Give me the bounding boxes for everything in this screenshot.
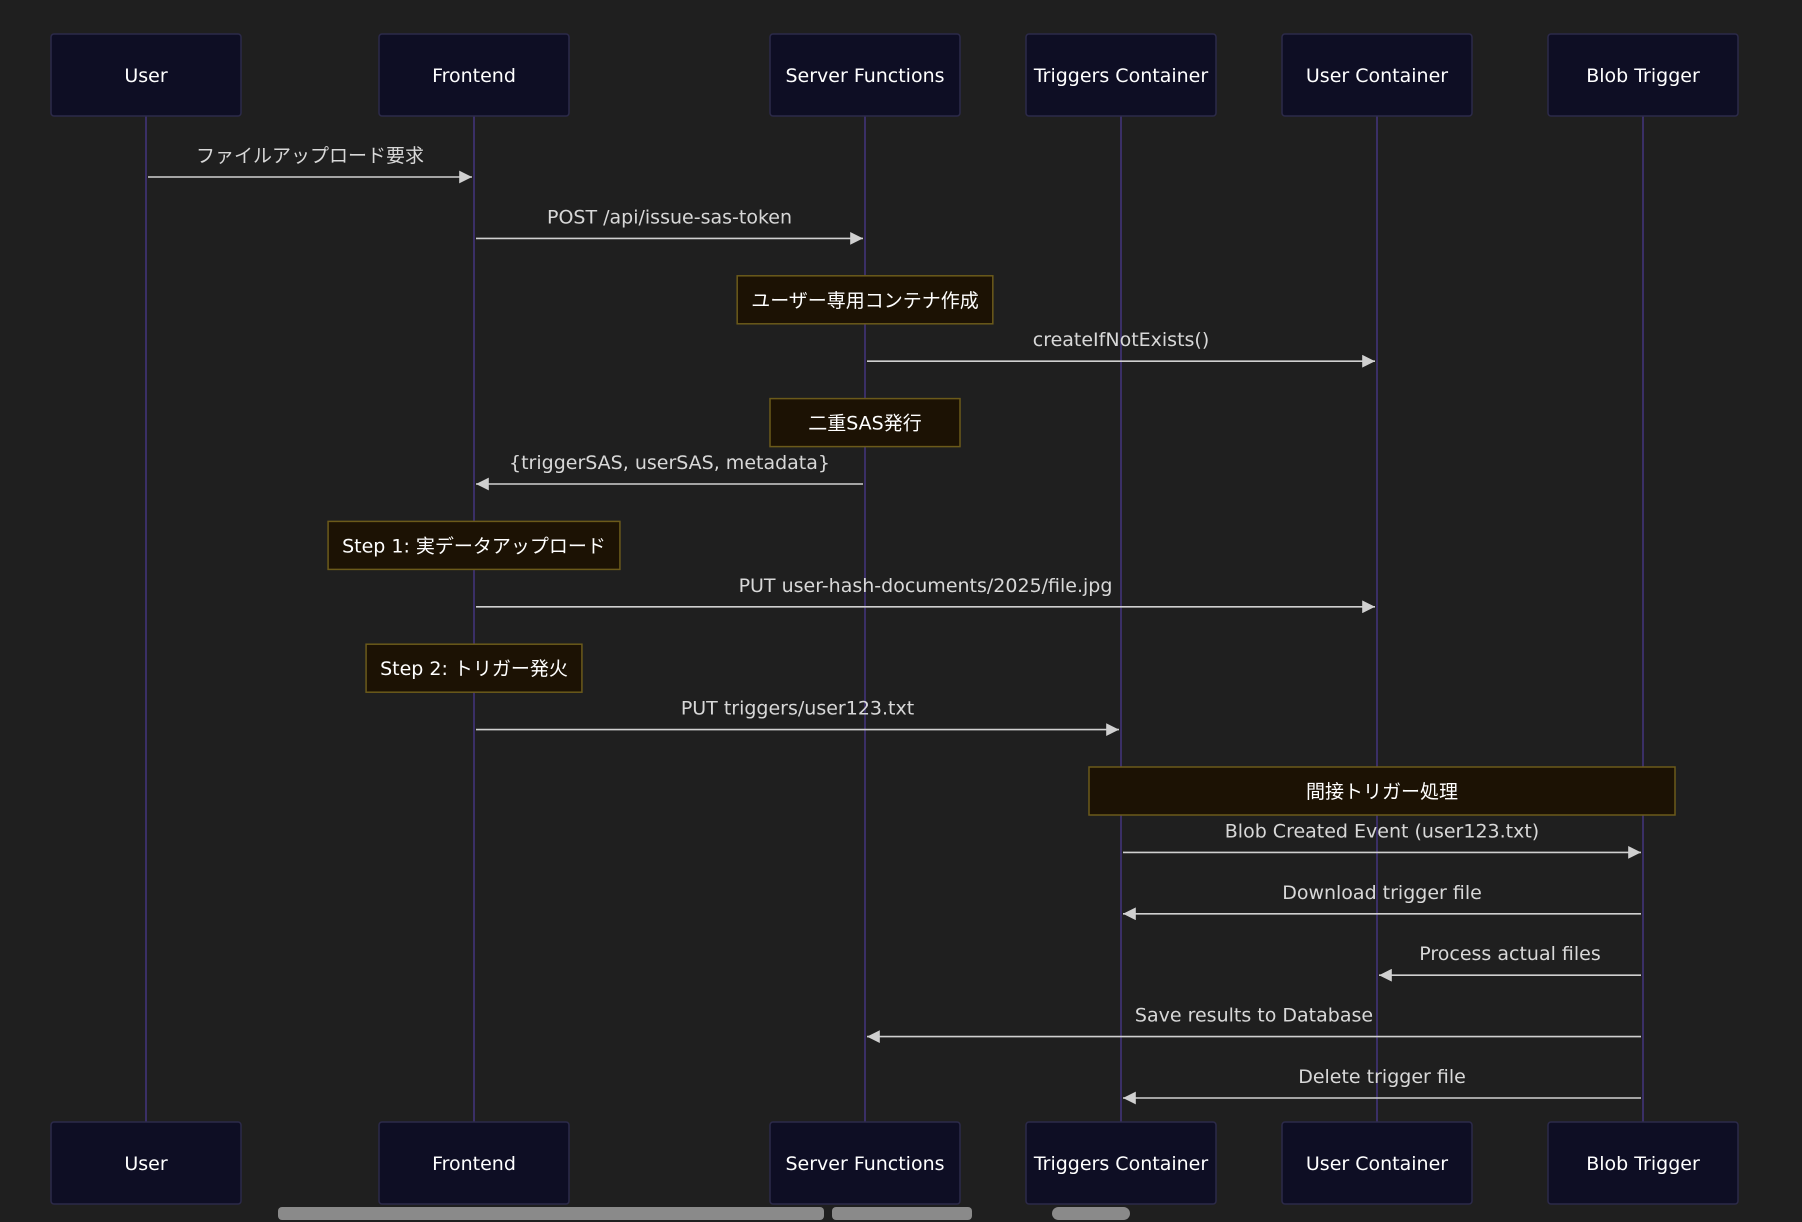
message-label: Delete trigger file: [1298, 1066, 1466, 1088]
note: ユーザー専用コンテナ作成: [736, 275, 994, 325]
participant-box: [378, 1121, 570, 1205]
participant-label: Frontend: [432, 65, 516, 87]
message-label: Save results to Database: [1135, 1005, 1373, 1027]
participant-label: Blob Trigger: [1586, 65, 1700, 87]
participant-label: Frontend: [432, 1153, 516, 1175]
note-label: ユーザー専用コンテナ作成: [751, 290, 979, 312]
message-label: Download trigger file: [1282, 882, 1482, 904]
note-label: Step 2: トリガー発火: [380, 658, 568, 680]
message-label: Process actual files: [1419, 943, 1601, 965]
message: Download trigger file: [1123, 882, 1641, 921]
participant-box: [50, 33, 242, 117]
participant-label: Server Functions: [785, 65, 944, 87]
participant-label: User: [124, 1153, 167, 1175]
participant-box: [1025, 1121, 1217, 1205]
participant-user-top: User: [50, 33, 242, 117]
message: ファイルアップロード要求: [148, 145, 472, 184]
participant-label: Blob Trigger: [1586, 1153, 1700, 1175]
participant-box: [50, 1121, 242, 1205]
note: 間接トリガー処理: [1088, 766, 1676, 816]
note-label: 間接トリガー処理: [1306, 781, 1458, 803]
participant-usercontainer-bottom: User Container: [1281, 1121, 1473, 1205]
participant-box: [1281, 33, 1473, 117]
message: PUT user-hash-documents/2025/file.jpg: [476, 575, 1375, 614]
horizontal-scrollbar-handle[interactable]: [1052, 1207, 1130, 1220]
diagram-events: ファイルアップロード要求 POST /api/issue-sas-token ユーザ…: [148, 145, 1676, 1105]
message: createIfNotExists(): [867, 329, 1375, 368]
participant-server-bottom: Server Functions: [769, 1121, 961, 1205]
participant-box: [1025, 33, 1217, 117]
note: Step 2: トリガー発火: [365, 643, 583, 693]
participant-box: [769, 1121, 961, 1205]
message: PUT triggers/user123.txt: [476, 698, 1119, 736]
note-label: 二重SAS発行: [808, 413, 921, 435]
message: Blob Created Event (user123.txt): [1123, 820, 1641, 859]
message-label: POST /api/issue-sas-token: [547, 206, 792, 228]
note-box: [365, 643, 583, 693]
message: POST /api/issue-sas-token: [476, 206, 863, 245]
horizontal-scrollbar-segment[interactable]: [832, 1207, 972, 1220]
message: {triggerSAS, userSAS, metadata}: [476, 452, 863, 491]
participant-triggers-top: Triggers Container: [1025, 33, 1217, 117]
note-box: [769, 397, 961, 448]
message-label: ファイルアップロード要求: [196, 145, 424, 167]
participant-box: [1281, 1121, 1473, 1205]
note-box: [1088, 766, 1676, 816]
participant-frontend-bottom: Frontend: [378, 1121, 570, 1205]
note-box: [327, 520, 621, 571]
participant-box: [1547, 33, 1739, 117]
participant-label: User Container: [1306, 65, 1448, 87]
lifelines: [145, 116, 1644, 1122]
message-label: Blob Created Event (user123.txt): [1225, 820, 1539, 842]
participant-frontend-top: Frontend: [378, 33, 570, 117]
participant-label: User: [124, 65, 167, 87]
participant-user-bottom: User: [50, 1121, 242, 1205]
participant-box: [378, 33, 570, 117]
message: Process actual files: [1379, 943, 1641, 982]
horizontal-scrollbar-thumb[interactable]: [278, 1207, 824, 1220]
participant-blob-bottom: Blob Trigger: [1547, 1121, 1739, 1205]
participant-label: User Container: [1306, 1153, 1448, 1175]
note-box: [736, 275, 994, 325]
note: 二重SAS発行: [769, 397, 961, 448]
note: Step 1: 実データアップロード: [327, 520, 621, 571]
message-label: PUT triggers/user123.txt: [681, 698, 914, 720]
message: Delete trigger file: [1123, 1066, 1641, 1105]
participant-box: [769, 33, 961, 117]
participant-blob-top: Blob Trigger: [1547, 33, 1739, 117]
participant-usercontainer-top: User Container: [1281, 33, 1473, 117]
message: Save results to Database: [867, 1005, 1641, 1043]
participant-server-top: Server Functions: [769, 33, 961, 117]
note-label: Step 1: 実データアップロード: [342, 535, 606, 557]
message-label: createIfNotExists(): [1033, 329, 1210, 351]
participant-label: Triggers Container: [1033, 65, 1209, 87]
participant-label: Server Functions: [785, 1153, 944, 1175]
participants-bottom: User Frontend Server Functions Triggers Con…: [50, 1121, 1739, 1205]
participant-triggers-bottom: Triggers Container: [1025, 1121, 1217, 1205]
participant-box: [1547, 1121, 1739, 1205]
participant-label: Triggers Container: [1033, 1153, 1209, 1175]
message-label: PUT user-hash-documents/2025/file.jpg: [739, 575, 1113, 597]
participants-top: User Frontend Server Functions Triggers Con…: [50, 33, 1739, 117]
message-label: {triggerSAS, userSAS, metadata}: [509, 452, 830, 474]
